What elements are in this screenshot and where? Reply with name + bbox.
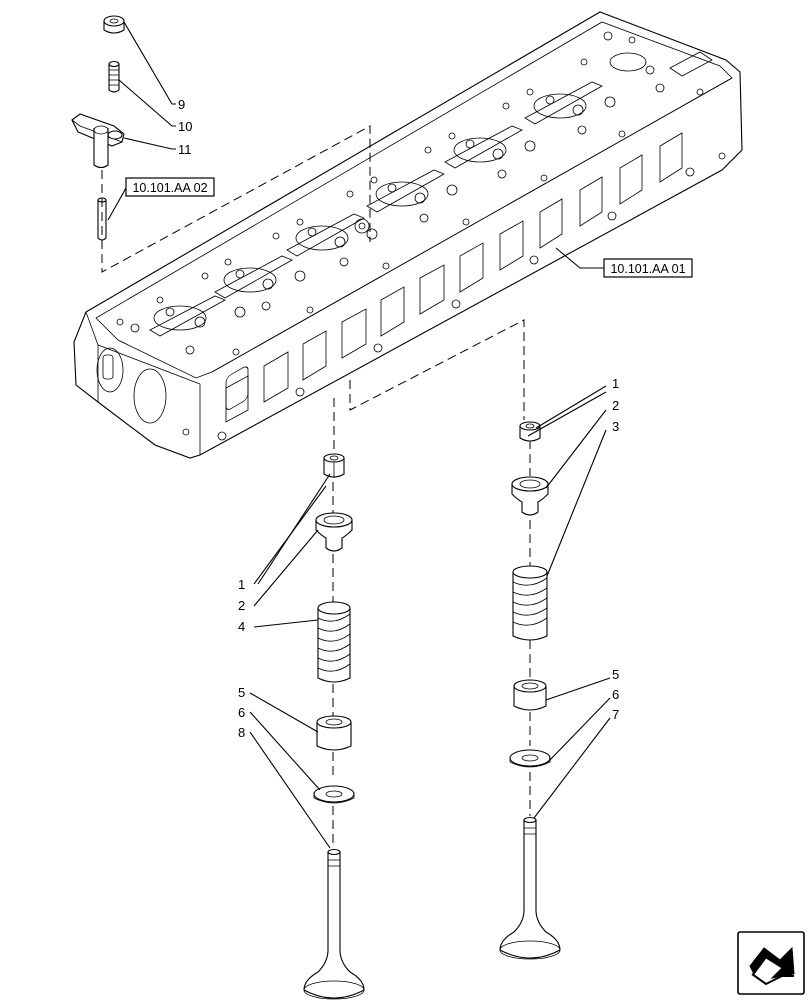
left-valve-retainer xyxy=(315,512,353,552)
right-valve-stack: 1 2 3 5 6 7 xyxy=(499,376,619,960)
right-callout-7: 7 xyxy=(612,707,619,722)
left-valve-keeper xyxy=(323,453,345,478)
cylinder-head xyxy=(73,11,743,459)
right-valve-retainer xyxy=(511,476,549,516)
right-valve-seat xyxy=(513,679,547,711)
right-callout-6: 6 xyxy=(612,687,619,702)
right-callout-1: 1 xyxy=(612,376,619,391)
left-callout-5: 5 xyxy=(238,685,245,700)
reference-aa02[interactable]: 10.101.AA 02 xyxy=(125,177,215,197)
left-valve-stack: 1 2 4 5 6 8 xyxy=(238,453,365,1000)
left-valve xyxy=(303,848,365,1000)
left-valve-seat xyxy=(316,715,352,751)
part-11-clamp xyxy=(71,113,125,169)
callout-9: 9 xyxy=(178,97,185,112)
left-valve-washer xyxy=(313,785,355,804)
assembly-lines xyxy=(101,125,531,848)
right-callout-5: 5 xyxy=(612,667,619,682)
left-callout-6: 6 xyxy=(238,705,245,720)
part-10-stud xyxy=(108,60,120,93)
front-bosses xyxy=(182,152,726,441)
left-callout-8: 8 xyxy=(238,725,245,740)
left-callout-1: 1 xyxy=(238,577,245,592)
reference-aa01-label[interactable]: 10.101.AA 01 xyxy=(610,262,685,276)
right-callout-2: 2 xyxy=(612,398,619,413)
right-valve xyxy=(499,816,561,960)
right-valve-washer xyxy=(509,749,551,768)
left-callout-2: 2 xyxy=(238,598,245,613)
left-valve-spring xyxy=(317,601,351,683)
callout-10: 10 xyxy=(178,119,192,134)
part-9-nut xyxy=(103,15,125,34)
right-valve-spring xyxy=(512,565,548,641)
injector-clamp-group: 9 10 11 xyxy=(71,15,192,241)
left-callout-4: 4 xyxy=(238,619,245,634)
reference-aa01[interactable]: 10.101.AA 01 xyxy=(555,247,693,278)
right-callout-3: 3 xyxy=(612,419,619,434)
callout-11: 11 xyxy=(178,142,192,157)
next-page-arrow-icon[interactable] xyxy=(737,931,805,995)
reference-aa02-label[interactable]: 10.101.AA 02 xyxy=(132,181,207,195)
deck-details xyxy=(116,31,713,356)
